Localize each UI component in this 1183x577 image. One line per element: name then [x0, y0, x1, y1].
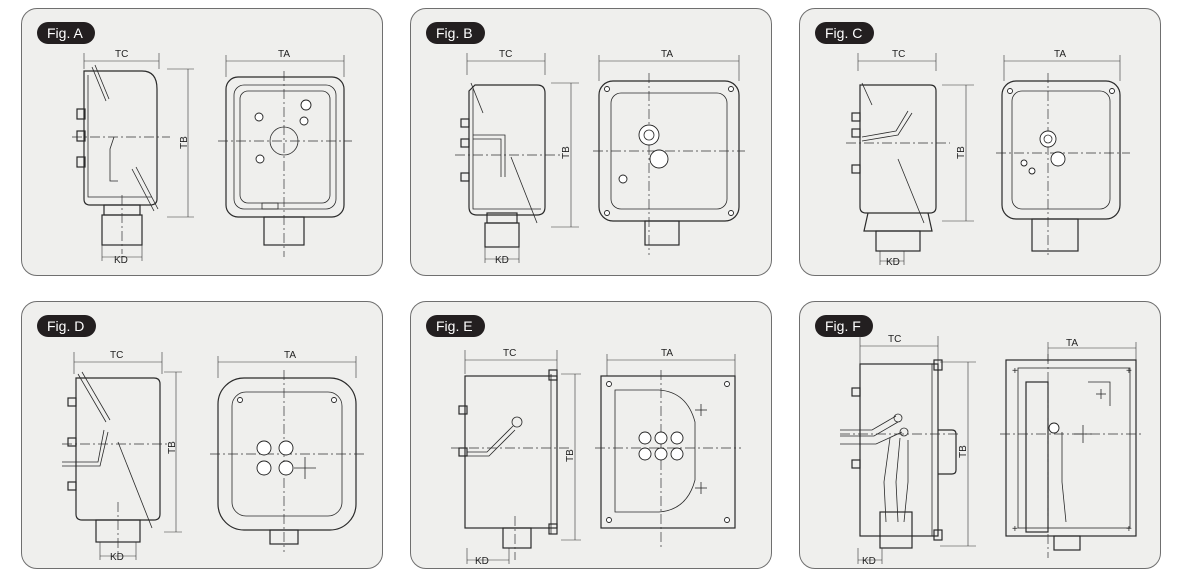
figure-panel-c: Fig. C TC TB KD [799, 8, 1161, 276]
figure-panel-a: Fig. A TC TB [21, 8, 383, 276]
front-view: TA [218, 49, 352, 257]
dimension-tb: TB [179, 136, 190, 149]
dimension-tb: TB [167, 441, 178, 454]
dimension-ta: TA [661, 49, 673, 60]
side-view: TC TB KD [840, 334, 976, 567]
dimension-tc: TC [499, 49, 512, 60]
side-view: TC TB KD [455, 49, 579, 266]
technical-drawing: TC TB KD TA [62, 350, 364, 563]
figure-panel-d: Fig. D TC TB KD [21, 301, 383, 569]
dimension-tc: TC [110, 350, 123, 361]
dimension-ta: TA [278, 49, 290, 60]
svg-text:+: + [1012, 366, 1018, 377]
dimension-ta: TA [1054, 49, 1066, 60]
dimension-tc: TC [888, 334, 901, 345]
side-view: TC TB KD [846, 49, 974, 268]
svg-text:+: + [1126, 366, 1132, 377]
figure-label: Fig. C [815, 22, 875, 44]
front-view: TA [593, 49, 745, 255]
technical-drawing: TC TB KD TA [455, 49, 745, 266]
dimension-tb: TB [956, 146, 967, 159]
dimension-tc: TC [503, 348, 516, 359]
dimension-ta: TA [661, 348, 673, 359]
svg-text:+: + [1012, 524, 1018, 535]
side-view: TC TB KD [451, 348, 581, 567]
dimension-tb: TB [561, 146, 572, 159]
dimension-ta: TA [284, 350, 296, 361]
front-view: TA [595, 348, 741, 550]
side-view: TC TB KD [62, 350, 182, 563]
dimension-kd: KD [862, 556, 876, 567]
front-view: TA + + + + [1000, 338, 1144, 558]
front-view: TA [996, 49, 1130, 255]
dimension-tc: TC [892, 49, 905, 60]
figure-label: Fig. A [37, 22, 95, 44]
figure-label: Fig. D [37, 315, 97, 337]
figure-panel-e: Fig. E TC TB KD [410, 301, 772, 569]
figure-label: Fig. B [426, 22, 485, 44]
side-view: TC TB KD [72, 49, 194, 266]
dimension-kd: KD [886, 257, 900, 268]
dimension-tb: TB [565, 449, 576, 462]
figure-label: Fig. F [815, 315, 873, 337]
dimension-kd: KD [495, 255, 509, 266]
dimension-kd: KD [475, 556, 489, 567]
figure-panel-f: Fig. F TC TB [799, 301, 1161, 569]
technical-drawing: TC TB KD [840, 334, 1144, 567]
dimension-kd: KD [114, 255, 128, 266]
dimension-ta: TA [1066, 338, 1078, 349]
front-view: TA [210, 350, 364, 552]
figure-label: Fig. E [426, 315, 485, 337]
dimension-tc: TC [115, 49, 128, 60]
technical-drawing: TC TB KD TA [846, 49, 1130, 268]
dimension-kd: KD [110, 552, 124, 563]
svg-text:+: + [1126, 524, 1132, 535]
technical-drawing: TC TB KD [72, 49, 352, 266]
technical-drawing: TC TB KD TA [451, 348, 741, 567]
dimension-tb: TB [958, 445, 969, 458]
figure-panel-b: Fig. B TC TB KD [410, 8, 772, 276]
